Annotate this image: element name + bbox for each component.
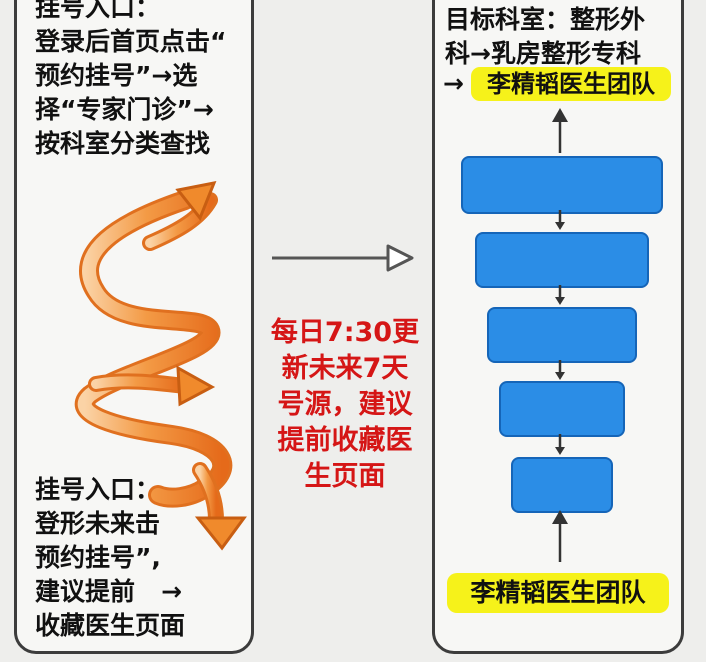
doctor-team-highlight-top: 李精韬医生团队 — [471, 67, 671, 101]
funnel-block-3 — [487, 307, 637, 363]
arrow-prefix: → — [443, 69, 464, 98]
doctor-team-highlight-bottom: 李精韬医生团队 — [447, 573, 669, 613]
schedule-note: 每日7:30更 新未来7天 号源，建议 提前收藏医 生页面 — [270, 317, 420, 492]
registration-entry-text: 挂号入口： 登录后首页点击“ 预约挂号”→选 择“专家门诊”→ 按科室分类查找 — [35, 0, 227, 158]
right-panel: 目标科室：整形外 科→乳房整形专科 → 李精韬医生团队 李精韬医生团队 — [432, 0, 684, 654]
funnel-block-2 — [475, 232, 649, 288]
funnel-block-1 — [461, 156, 663, 214]
target-department-text: 目标科室：整形外 科→乳房整形专科 — [445, 5, 646, 68]
funnel-block-4 — [499, 381, 625, 437]
funnel-block-5 — [511, 457, 613, 513]
registration-entry-text-2: 挂号入口： 登形未来击 预约挂号”, 建议提前 → 收藏医生页面 — [35, 475, 186, 640]
